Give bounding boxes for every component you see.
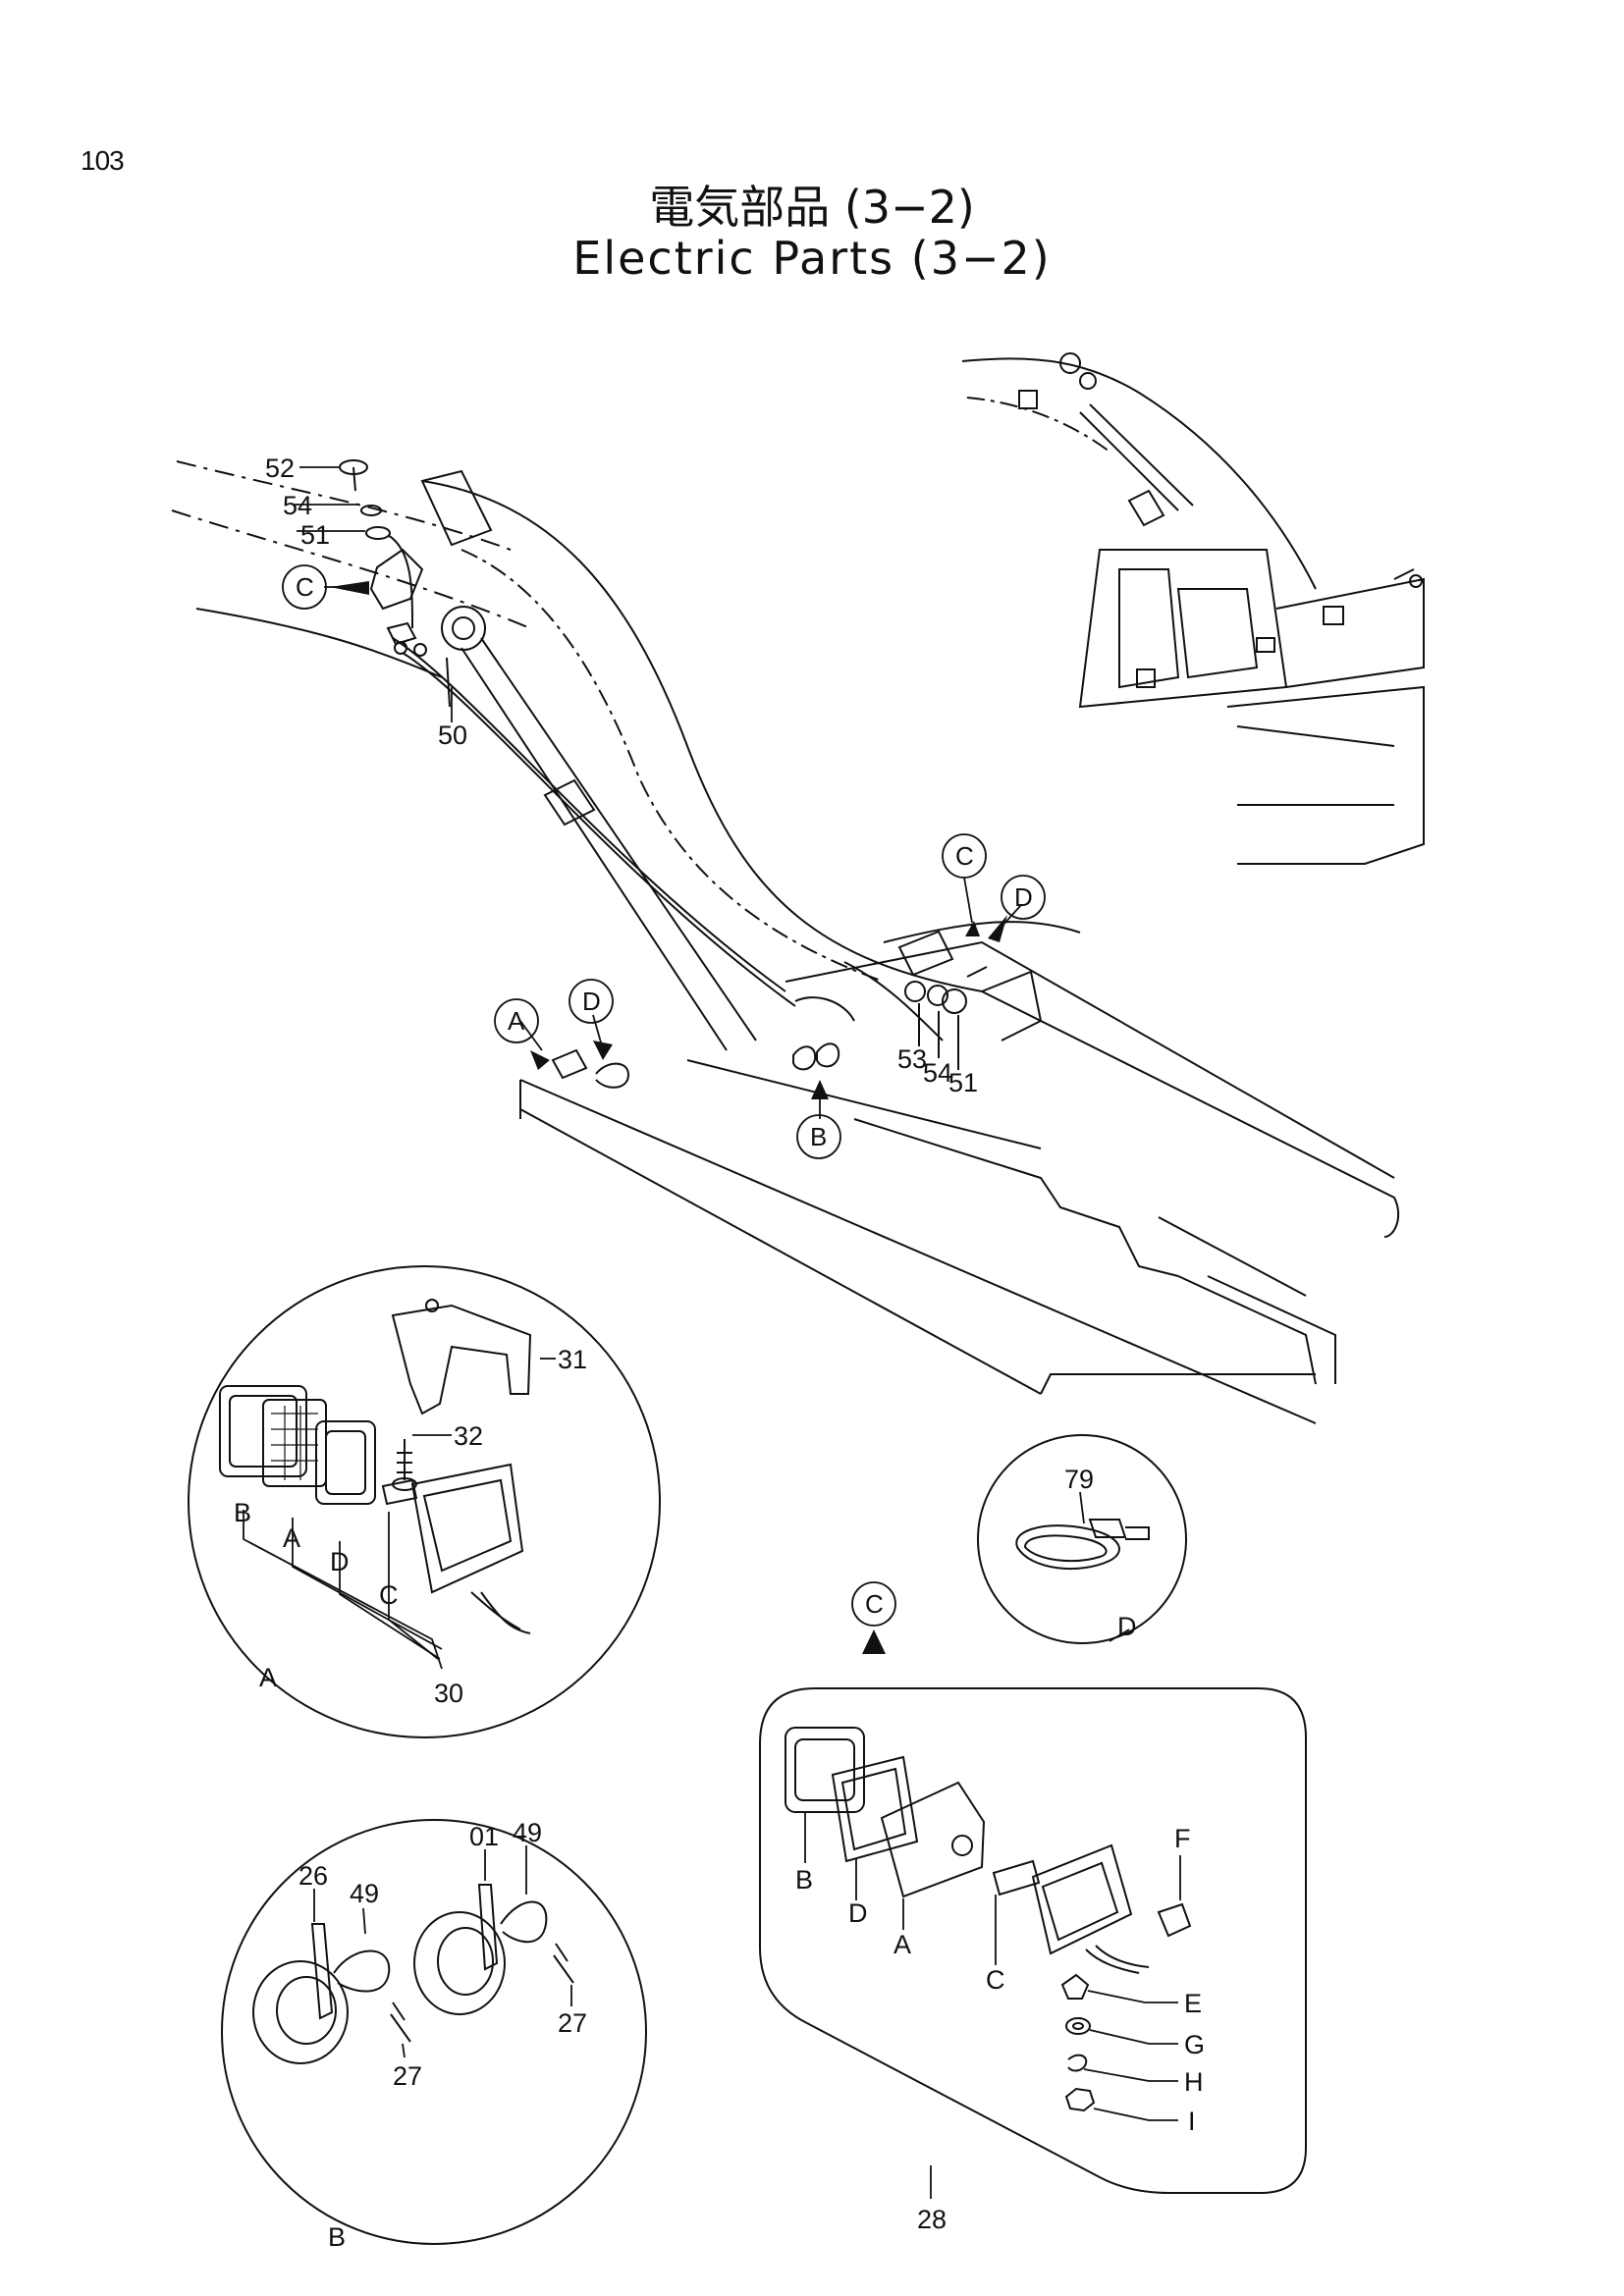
label-51: 51 <box>300 520 330 550</box>
callout-d-main: D <box>568 979 614 1024</box>
detail-c-letter-c: C <box>986 1965 1005 1995</box>
callout-c-mid: C <box>942 833 987 879</box>
detail-a-circle <box>188 1265 661 1738</box>
machine-assembly <box>171 460 1400 1424</box>
detail-c-letter-d: D <box>848 1898 868 1928</box>
detail-c-letter-h: H <box>1184 2067 1204 2097</box>
detail-c-letter-b: B <box>795 1865 813 1895</box>
page-number: 103 <box>81 145 125 176</box>
detail-c-letter-e: E <box>1184 1989 1202 2018</box>
detail-a-letter-b: B <box>234 1498 251 1527</box>
circled-callouts: C C D A D B C <box>282 564 1046 1627</box>
detail-a-letter-c: C <box>379 1580 399 1610</box>
detail-c-letter-g: G <box>1184 2030 1205 2059</box>
detail-d-circle <box>977 1434 1187 1644</box>
detail-c-letter-a: A <box>893 1930 911 1959</box>
label-54-mid: 54 <box>923 1058 952 1088</box>
page-title-english: Electric Parts (3−2) <box>572 232 1052 285</box>
detail-a-letter-d: D <box>330 1547 350 1576</box>
machine-overview <box>961 352 1425 865</box>
callout-b-main: B <box>796 1114 841 1159</box>
callout-c-detail: C <box>851 1581 896 1627</box>
label-26: 26 <box>298 1861 328 1891</box>
label-31: 31 <box>558 1345 587 1374</box>
detail-b-circle <box>221 1819 647 2245</box>
label-51-mid: 51 <box>948 1068 978 1097</box>
label-30: 30 <box>434 1679 463 1708</box>
label-01: 01 <box>469 1822 499 1851</box>
svg-text:D: D <box>1014 882 1033 912</box>
label-27-left: 27 <box>393 2061 422 2091</box>
detail-a-label: A <box>259 1663 277 1692</box>
label-79: 79 <box>1064 1465 1094 1494</box>
detail-a-letter-a: A <box>283 1523 300 1553</box>
assembly-detail-marks <box>551 930 988 1089</box>
svg-text:D: D <box>582 987 601 1016</box>
callout-c-left: C <box>282 564 327 610</box>
svg-text:C: C <box>296 572 314 602</box>
label-27-right: 27 <box>558 2008 587 2038</box>
svg-text:C: C <box>955 841 974 871</box>
detail-c-letter-i: I <box>1188 2107 1196 2136</box>
page-title-japanese: 電気部品 (3−2) <box>649 181 975 234</box>
label-28: 28 <box>917 2205 947 2234</box>
label-53: 53 <box>897 1044 927 1074</box>
svg-text:A: A <box>508 1006 525 1036</box>
callout-pointers <box>330 581 1007 1654</box>
label-52: 52 <box>265 454 295 483</box>
callout-d-mid: D <box>1001 875 1046 920</box>
svg-text:C: C <box>865 1589 884 1619</box>
boom-head-light-parts <box>339 459 451 708</box>
label-50: 50 <box>438 721 467 750</box>
detail-b-label: B <box>328 2222 346 2252</box>
detail-d-label: D <box>1117 1612 1137 1641</box>
detail-c-letter-f: F <box>1174 1824 1191 1853</box>
part-number-labels: 52 54 51 50 53 54 51 31 32 30 79 26 49 0… <box>234 454 1205 2252</box>
detail-c-frame <box>759 1687 1307 2199</box>
callout-a-main: A <box>494 998 539 1043</box>
label-32: 32 <box>454 1421 483 1451</box>
label-54: 54 <box>283 491 312 520</box>
svg-text:B: B <box>810 1122 827 1151</box>
label-49-right: 49 <box>513 1818 542 1847</box>
label-49-left: 49 <box>350 1879 379 1908</box>
